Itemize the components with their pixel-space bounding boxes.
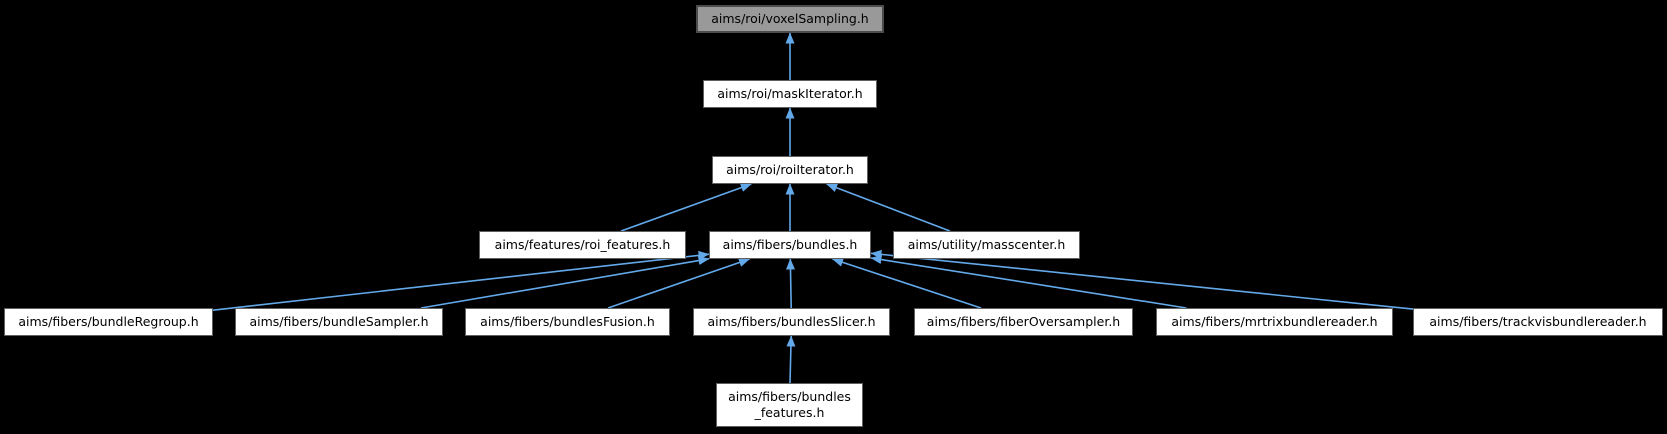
graph-node-mrtrixbundlereader[interactable]: aims/fibers/mrtrixbundlereader.h — [1156, 308, 1393, 336]
graph-node-voxelSampling: aims/roi/voxelSampling.h — [696, 5, 884, 33]
graph-node-bundles[interactable]: aims/fibers/bundles.h — [709, 231, 871, 259]
graph-node-maskIterator[interactable]: aims/roi/maskIterator.h — [703, 80, 877, 108]
graph-node-bundlesFusion[interactable]: aims/fibers/bundlesFusion.h — [465, 308, 670, 336]
edge-fiberOversampler-to-bundles — [832, 258, 982, 309]
edge-bundleSampler-to-bundles — [420, 256, 710, 309]
edge-mrtrixbundlereader-to-bundles — [870, 255, 1187, 309]
edge-bundleRegroup-to-bundles — [212, 250, 710, 311]
graph-node-bundles_features[interactable]: aims/fibers/bundles _features.h — [716, 383, 863, 427]
edge-bundles_features-to-bundlesSlicer — [786, 335, 796, 384]
graph-node-trackvisbundlereader[interactable]: aims/fibers/trackvisbundlereader.h — [1413, 308, 1663, 336]
graph-node-roi_features[interactable]: aims/features/roi_features.h — [479, 231, 686, 259]
graph-node-bundleRegroup[interactable]: aims/fibers/bundleRegroup.h — [4, 308, 213, 336]
graph-node-bundleSampler[interactable]: aims/fibers/bundleSampler.h — [235, 308, 443, 336]
edge-masscenter-to-roiIterator — [826, 183, 951, 232]
edge-bundlesSlicer-to-bundles — [785, 258, 795, 309]
edge-bundlesFusion-to-bundles — [607, 258, 750, 309]
edge-roi_features-to-roiIterator — [620, 183, 752, 232]
graph-node-fiberOversampler[interactable]: aims/fibers/fiberOversampler.h — [914, 308, 1133, 336]
graph-node-masscenter[interactable]: aims/utility/masscenter.h — [893, 231, 1080, 259]
edge-trackvisbundlereader-to-bundles — [870, 249, 1414, 310]
graph-node-bundlesSlicer[interactable]: aims/fibers/bundlesSlicer.h — [693, 308, 890, 336]
graph-node-roiIterator[interactable]: aims/roi/roiIterator.h — [712, 156, 868, 184]
